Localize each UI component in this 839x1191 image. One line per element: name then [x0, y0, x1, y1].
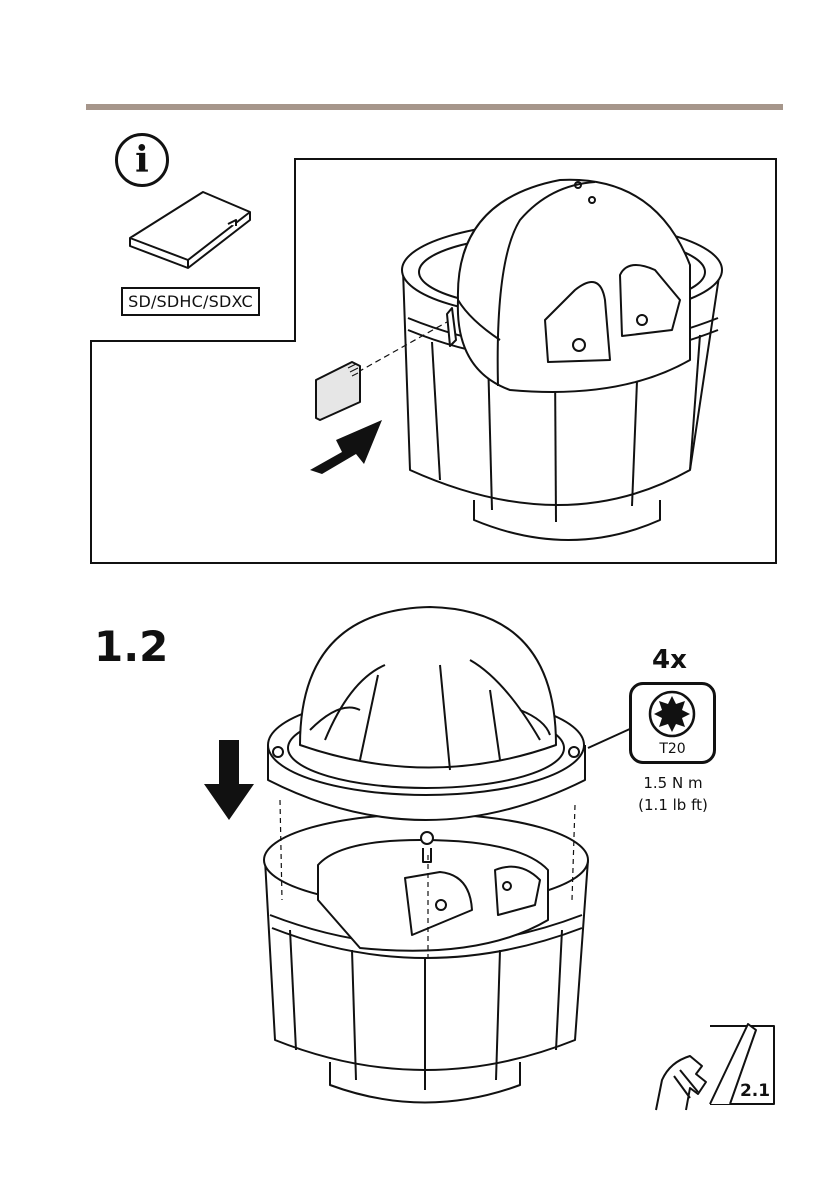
torque-spec: 1.5 N m (1.1 lb ft)	[612, 772, 734, 816]
screw-quantity: 4x	[652, 643, 692, 677]
down-arrow-icon	[204, 740, 254, 820]
sd-card-type-label: SD/SDHC/SDXC	[121, 287, 260, 316]
header-rule	[86, 104, 783, 110]
torque-imperial: (1.1 lb ft)	[638, 796, 708, 814]
step-number: 1.2	[94, 620, 168, 674]
tool-type-label: T20	[629, 740, 716, 758]
info-symbol: i	[135, 139, 149, 181]
microsd-card-icon	[312, 360, 364, 422]
continue-reference: 2.1	[735, 1080, 775, 1102]
info-icon: i	[115, 133, 169, 187]
torx-icon	[648, 690, 696, 738]
sd-card-icon	[128, 190, 258, 272]
torque-metric: 1.5 N m	[643, 774, 702, 792]
push-arrow-icon	[308, 418, 384, 474]
